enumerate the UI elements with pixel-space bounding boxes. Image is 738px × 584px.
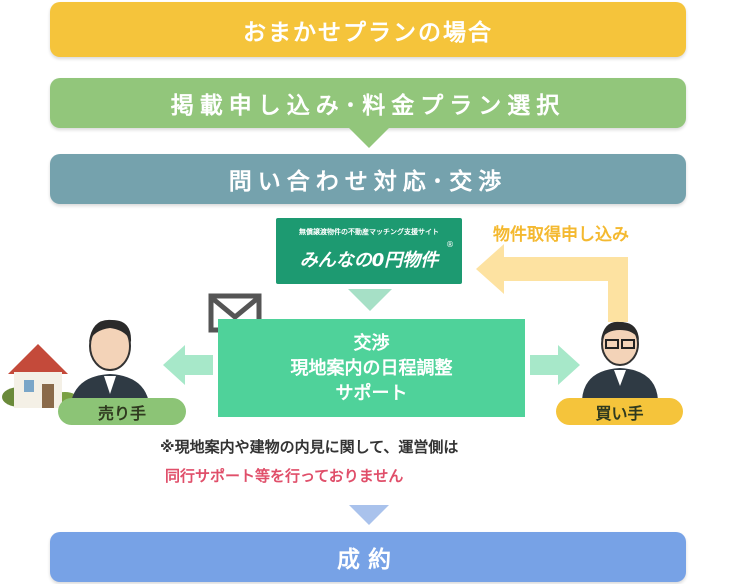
buyer-figure (582, 321, 658, 400)
step-inquiry: 問い合わせ対応･交渉 (50, 154, 686, 204)
seller-label: 売り手 (58, 398, 186, 425)
person-icon (582, 321, 658, 400)
logo-subtitle: 無償譲渡物件の不動産マッチング支援サイト (299, 228, 439, 236)
flow-down-arrow-3 (349, 505, 389, 525)
step-inquiry-label: 問い合わせ対応･交渉 (228, 169, 508, 195)
logo-registered-mark: ® (446, 240, 454, 249)
step-plan-case: おまかせプランの場合 (50, 2, 686, 57)
step-apply-select: 掲載申し込み･料金プラン選択 (50, 78, 686, 128)
flow-down-arrow-2 (348, 289, 392, 311)
note-line-1: ※現地案内や建物の内見に関して、運営側は (160, 438, 459, 456)
step-apply-select-label: 掲載申し込み･料金プラン選択 (170, 93, 566, 119)
negotiation-support-box: 交渉 現地案内の日程調整 サポート (218, 319, 525, 417)
support-line-1: 交渉 (353, 332, 390, 354)
return-arrow-icon (476, 244, 628, 322)
support-line-2: 現地案内の日程調整 (290, 357, 453, 379)
step-contract: 成約 (50, 532, 686, 582)
house-icon (2, 344, 79, 408)
step-plan-case-label: おまかせプランの場合 (243, 19, 493, 46)
person-icon (70, 319, 150, 410)
flow-down-arrow-1 (349, 128, 389, 148)
buyer-label: 買い手 (556, 398, 683, 425)
note-line-2: 同行サポート等を行っておりません (165, 467, 404, 485)
support-line-3: サポート (335, 382, 408, 404)
logo-name: みんなの0円物件 (299, 250, 439, 271)
arrow-right-icon (530, 345, 580, 385)
arrow-left-icon (163, 345, 213, 385)
site-logo: 無償譲渡物件の不動産マッチング支援サイト みんなの0円物件 ® (276, 218, 462, 284)
seller-figure (2, 319, 150, 410)
step-contract-label: 成約 (337, 547, 399, 573)
apply-label: 物件取得申し込み (493, 225, 629, 245)
